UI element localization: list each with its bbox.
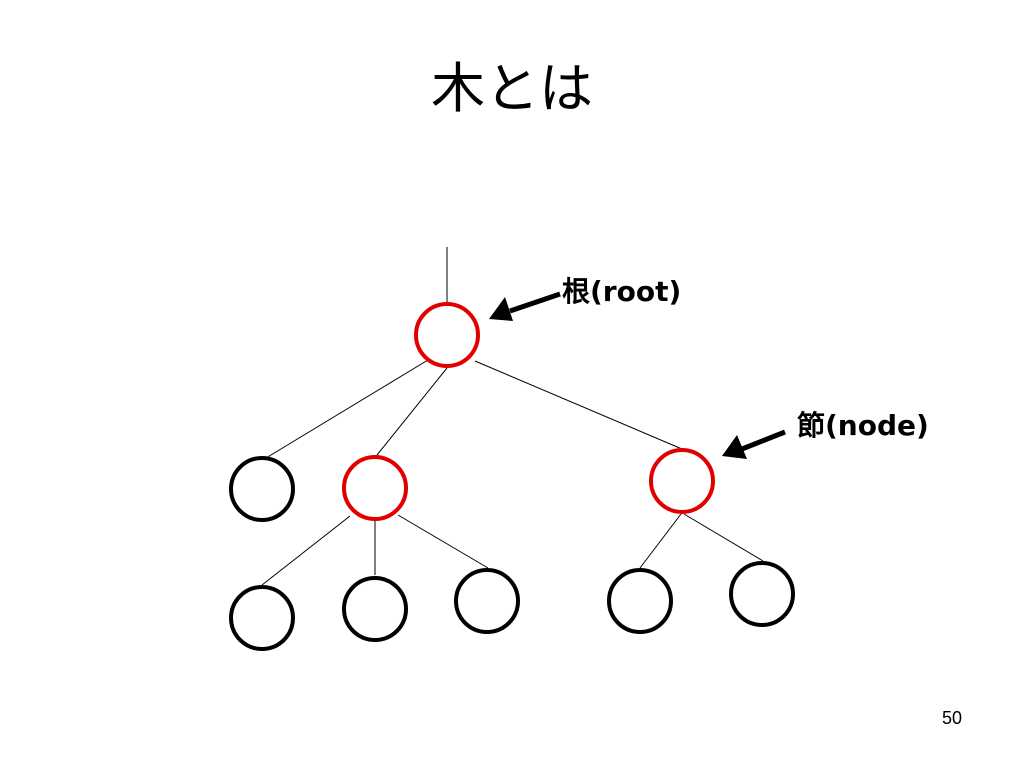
edge-right-leaf-1	[639, 513, 682, 569]
leaf-node-bottom-2	[342, 576, 408, 642]
node-label: 節(node)	[797, 409, 929, 442]
internal-node-middle	[342, 455, 408, 521]
root-node	[414, 302, 480, 368]
edge-right-leaf-2	[683, 513, 764, 562]
leaf-node-left	[229, 456, 295, 522]
slide-title: 木とは	[431, 57, 593, 120]
page-number: 50	[941, 708, 962, 728]
leaf-node-bottom-4	[607, 568, 673, 634]
leaf-node-bottom-3	[454, 568, 520, 634]
internal-node-right	[649, 448, 715, 514]
leaf-node-bottom-1	[229, 585, 295, 651]
edge-root-left-leaf	[265, 359, 429, 459]
root-arrow-icon	[489, 291, 561, 321]
edge-middle-leaf-1	[261, 515, 351, 586]
edge-root-middle-node	[376, 367, 448, 456]
root-label: 根(root)	[562, 275, 682, 308]
edge-middle-leaf-3	[397, 514, 489, 569]
node-arrow-icon	[722, 429, 786, 459]
edge-root-right-node	[474, 360, 683, 450]
leaf-node-bottom-5	[729, 561, 795, 627]
